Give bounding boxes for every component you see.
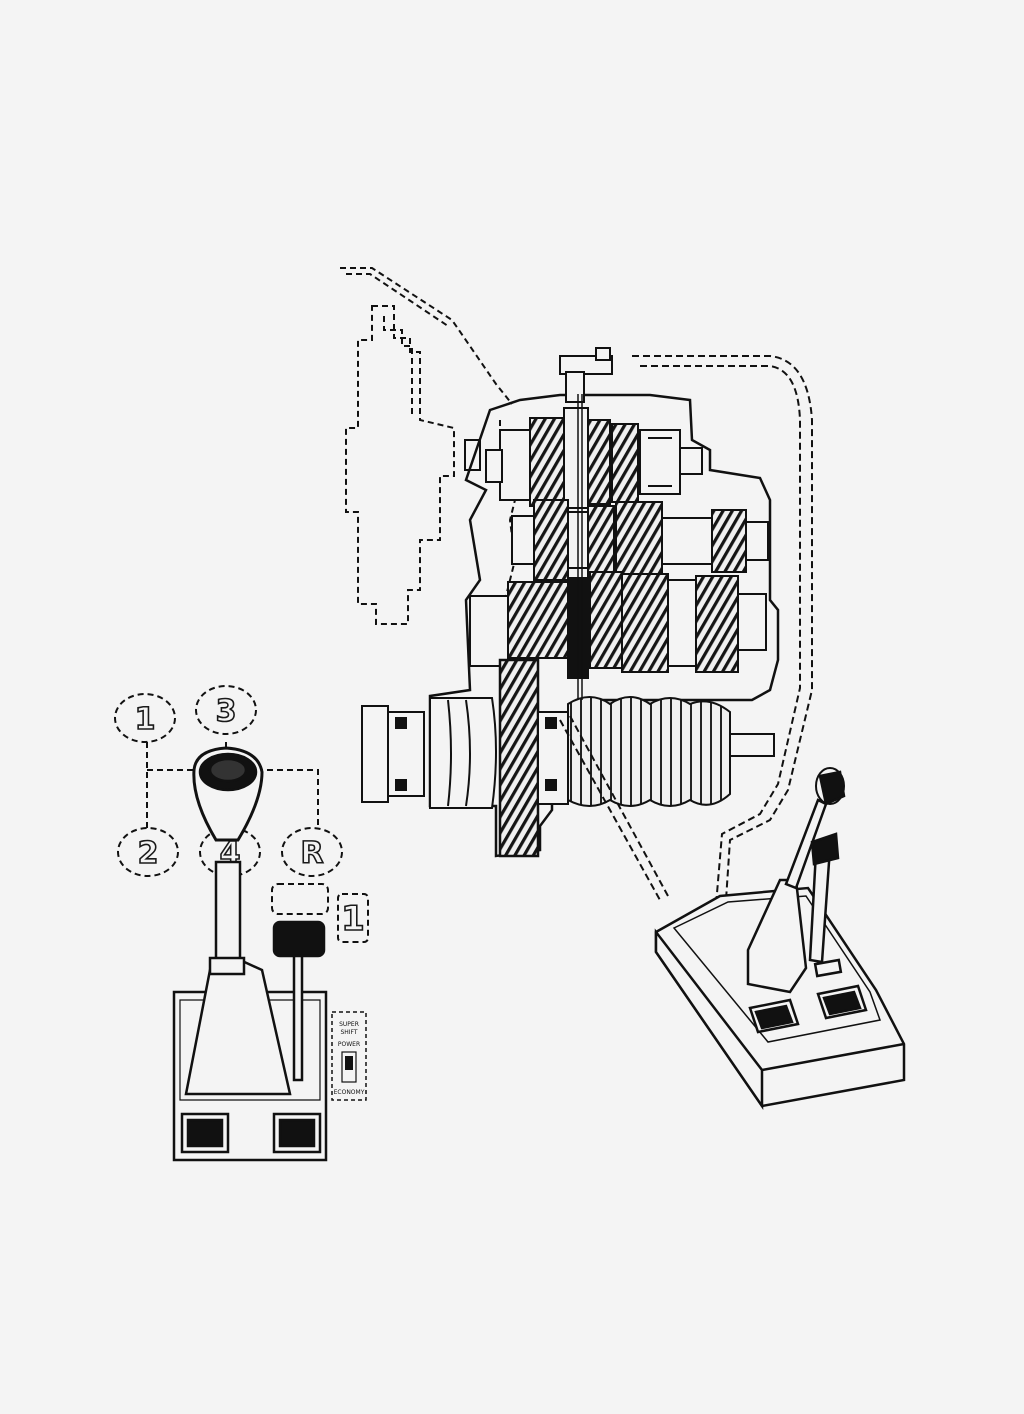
middle-gear-cluster bbox=[511, 499, 769, 581]
super-shift-panel: SUPER SHIFT POWER ECONOMY bbox=[331, 1011, 367, 1101]
switch-label-power: POWER bbox=[338, 1041, 360, 1048]
gear-position-3 bbox=[195, 685, 257, 735]
engine-block-outline bbox=[345, 305, 455, 625]
overdrive-label: 1 bbox=[341, 899, 365, 939]
lower-gear-cluster bbox=[469, 571, 767, 679]
output-shaft-left bbox=[361, 697, 497, 809]
final-drive-gear bbox=[498, 658, 540, 858]
shift-pattern-diagram: 1 3 2 4 R 1 SUPER bbox=[114, 685, 369, 1162]
gear-label-1: 1 bbox=[135, 702, 156, 737]
overdrive-outline bbox=[271, 883, 329, 915]
gear-position-r bbox=[281, 827, 343, 877]
switch-label-economy: ECONOMY bbox=[334, 1089, 365, 1096]
gearbox-cross-section bbox=[340, 267, 813, 906]
gear-label-r: R bbox=[300, 836, 323, 871]
gear-position-1 bbox=[114, 693, 176, 743]
shift-cable bbox=[632, 355, 813, 901]
cv-boot bbox=[567, 696, 731, 807]
gear-position-2 bbox=[117, 827, 179, 877]
shifter-console-front bbox=[172, 746, 328, 1162]
overdrive-stick bbox=[292, 950, 304, 1082]
switch-label-super: SUPER bbox=[339, 1021, 359, 1028]
output-shaft-right bbox=[537, 696, 775, 807]
gear-label-3: 3 bbox=[216, 694, 237, 729]
shifter-console-3d bbox=[654, 767, 906, 1111]
switch-label-shift: SHIFT bbox=[340, 1029, 357, 1036]
gear-label-2: 2 bbox=[138, 836, 159, 871]
upper-gear-cluster bbox=[485, 407, 703, 509]
bell-housing-outline bbox=[340, 267, 513, 405]
